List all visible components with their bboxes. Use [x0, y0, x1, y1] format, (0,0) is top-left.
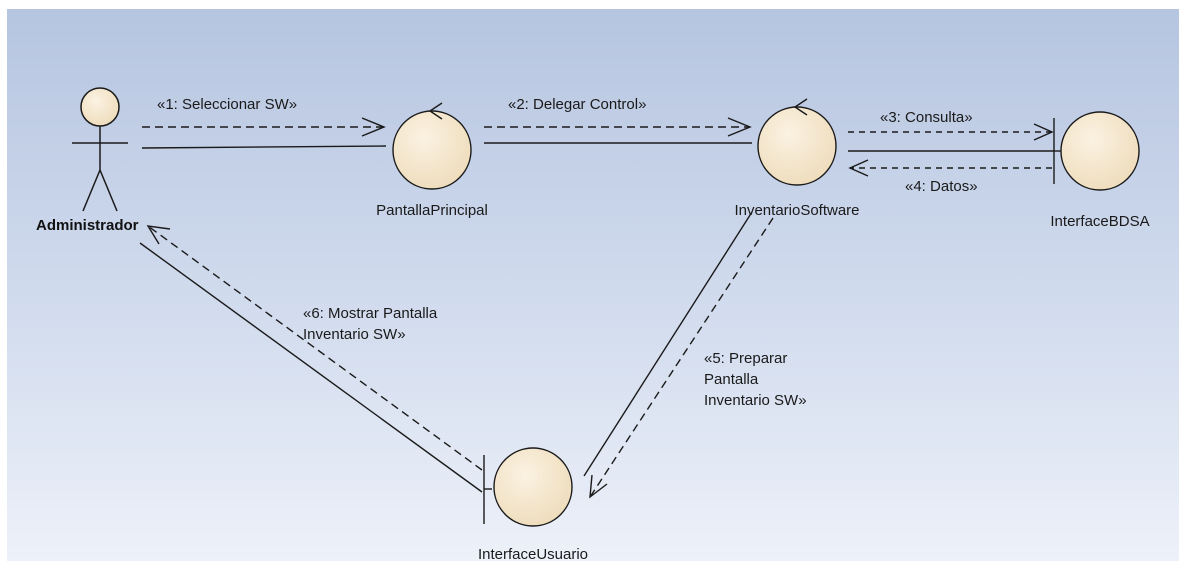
message-6-line-2: Inventario SW»: [303, 326, 406, 343]
actor-administrador[interactable]: Administrador: [36, 87, 139, 234]
link-inventario-usuario: [583, 211, 753, 477]
message-5-arrow: [589, 217, 774, 498]
object-name-label: InterfaceBDSA: [1050, 213, 1149, 230]
object-pantalla-principal[interactable]: PantallaPrincipal: [376, 102, 488, 219]
message-6-arrow: [147, 225, 483, 471]
stick-figure-actor-icon: [72, 87, 128, 212]
object-name-label: InterfaceUsuario: [478, 546, 588, 563]
message-2-label: «2: Delegar Control»: [508, 96, 646, 113]
boundary-circle-icon: [1053, 111, 1140, 191]
message-1-label: «1: Seleccionar SW»: [157, 96, 297, 113]
message-5-label: «5: Preparar Pantalla Inventario SW»: [704, 350, 807, 409]
object-inventario-software[interactable]: InventarioSoftware: [734, 98, 860, 219]
message-3-arrowhead: [1033, 123, 1054, 141]
message-2-arrowhead: [727, 117, 752, 137]
message-5-line-3: Inventario SW»: [704, 392, 807, 409]
actor-name-label: Administrador: [36, 217, 139, 234]
link-usuario-actor: [139, 242, 483, 493]
message-6-label: «6: Mostrar Pantalla Inventario SW»: [303, 305, 441, 343]
link-actor-pantalla: [141, 145, 387, 149]
message-1-arrowhead: [361, 117, 386, 137]
object-interface-bdsa[interactable]: InterfaceBDSA: [1050, 111, 1150, 230]
message-3-label: «3: Consulta»: [880, 109, 973, 126]
association-links: [139, 142, 1054, 493]
control-circle-icon: [392, 102, 472, 190]
message-5-arrowhead: [589, 474, 608, 499]
object-name-label: InventarioSoftware: [734, 202, 859, 219]
message-5-line-1: «5: Preparar: [704, 350, 787, 367]
diagram-background: [7, 9, 1179, 561]
message-4-label: «4: Datos»: [905, 178, 978, 195]
message-6-arrowhead: [146, 225, 171, 245]
message-4-arrowhead: [848, 159, 869, 177]
control-circle-icon: [757, 98, 837, 186]
object-interface-usuario[interactable]: InterfaceUsuario: [478, 447, 588, 563]
boundary-circle-icon: [483, 447, 573, 527]
message-5-line-2: Pantalla: [704, 371, 759, 388]
message-6-line-1: «6: Mostrar Pantalla: [303, 305, 438, 322]
object-name-label: PantallaPrincipal: [376, 202, 488, 219]
message-arrows: [142, 117, 1054, 499]
